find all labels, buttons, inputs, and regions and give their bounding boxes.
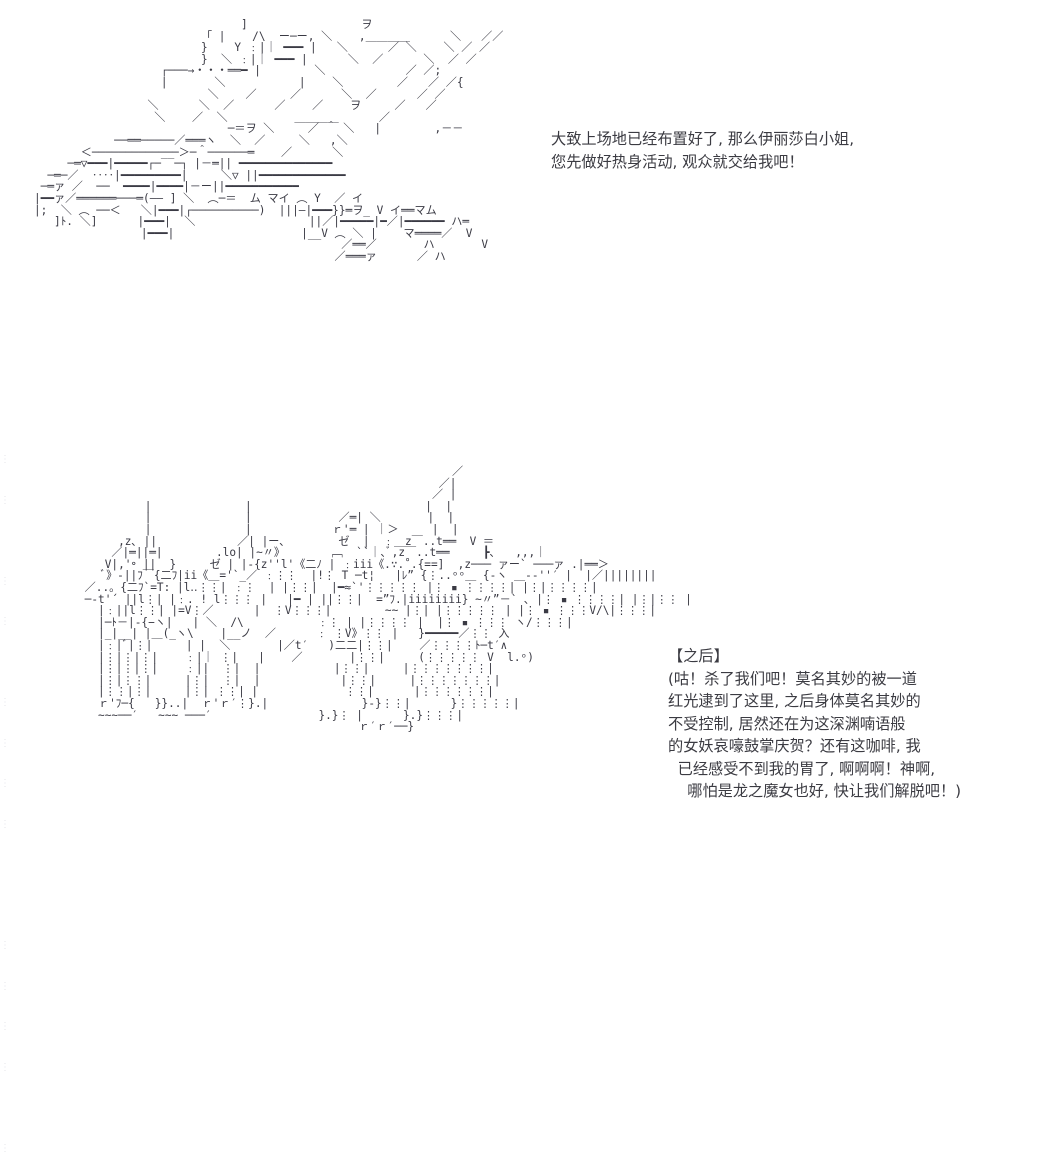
speech-bubble-text-bottom: 【之后】 (咕！杀了我们吧！莫名其妙的被一道 红光逮到了这里, 之后身体莫名其妙… — [668, 647, 962, 800]
ascii-art-bottom-figure: ／ ／| ／ | | | | | | | — [84, 465, 692, 734]
ascii-art-top-figure: ] ヲ 「 | /\ ー─ー, ＼ ,＿＿＿＿ ＼ ／／ } Y ﹕|｜ ━━━… — [34, 18, 504, 263]
left-margin-artifacts: ⋮ ⋮ ⋮ ⋮ ⋮ ⋮ ⋮ ⋮ ⋮ ⋮ ⋮ ⋮ ⋮ — [0, 454, 10, 1154]
speech-bubble-text-top: 大致上场地已经布置好了, 那么伊丽莎白小姐, 您先做好热身活动, 观众就交给我吧… — [551, 130, 855, 171]
